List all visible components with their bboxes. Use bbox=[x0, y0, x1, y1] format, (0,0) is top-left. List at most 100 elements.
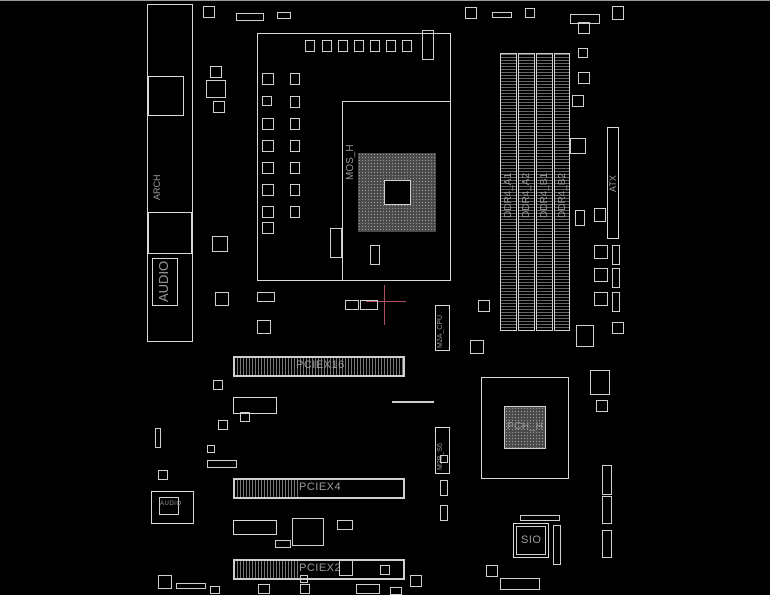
smd-component[interactable] bbox=[345, 300, 359, 310]
pcie-x16-slot[interactable] bbox=[233, 356, 405, 377]
m2-pch-slot[interactable] bbox=[435, 427, 450, 474]
smd-component[interactable] bbox=[525, 8, 535, 18]
dimm-slot-a2[interactable] bbox=[518, 53, 535, 331]
smd-component[interactable] bbox=[596, 400, 608, 412]
pch-chip[interactable] bbox=[504, 406, 546, 449]
smd-component[interactable] bbox=[612, 292, 620, 312]
smd-component[interactable] bbox=[262, 118, 274, 130]
pcie-x4-slot[interactable] bbox=[233, 478, 405, 499]
smd-component[interactable] bbox=[440, 455, 448, 463]
smd-component[interactable] bbox=[290, 140, 300, 152]
smd-component[interactable] bbox=[339, 560, 353, 576]
smd-component[interactable] bbox=[402, 40, 412, 52]
usb-lan-connector[interactable] bbox=[148, 76, 184, 116]
header-connector[interactable] bbox=[233, 520, 277, 535]
smd-component[interactable] bbox=[590, 370, 610, 395]
smd-component[interactable] bbox=[470, 340, 484, 354]
smd-component[interactable] bbox=[370, 245, 380, 265]
smd-component[interactable] bbox=[213, 380, 223, 390]
smd-component[interactable] bbox=[570, 14, 600, 24]
smd-component[interactable] bbox=[305, 40, 315, 52]
smd-component[interactable] bbox=[360, 300, 378, 310]
dimm-slot-b2[interactable] bbox=[554, 53, 570, 331]
smd-component[interactable] bbox=[390, 587, 402, 595]
smd-component[interactable] bbox=[354, 40, 364, 52]
smd-component[interactable] bbox=[212, 236, 228, 252]
smd-component[interactable] bbox=[594, 208, 606, 222]
smd-component[interactable] bbox=[594, 245, 608, 259]
smd-component[interactable] bbox=[257, 320, 271, 334]
smd-component[interactable] bbox=[330, 228, 342, 258]
smd-component[interactable] bbox=[380, 565, 390, 575]
smd-component[interactable] bbox=[262, 73, 274, 85]
smd-component[interactable] bbox=[578, 48, 588, 58]
smd-component[interactable] bbox=[292, 518, 324, 546]
dimm-slot-b1[interactable] bbox=[536, 53, 553, 331]
smd-component[interactable] bbox=[207, 460, 237, 468]
smd-component[interactable] bbox=[300, 575, 308, 583]
atx-connector[interactable] bbox=[607, 127, 619, 239]
smd-component[interactable] bbox=[210, 586, 220, 594]
smd-component[interactable] bbox=[158, 575, 172, 589]
smd-component[interactable] bbox=[465, 7, 477, 19]
smd-component[interactable] bbox=[602, 530, 612, 558]
smd-component[interactable] bbox=[370, 40, 380, 52]
dimm-slot-a1[interactable] bbox=[500, 53, 517, 331]
smd-component[interactable] bbox=[486, 565, 498, 577]
smd-component[interactable] bbox=[275, 540, 291, 548]
smd-component[interactable] bbox=[612, 6, 624, 20]
smd-component[interactable] bbox=[553, 525, 561, 565]
header-connector[interactable] bbox=[233, 397, 277, 414]
smd-component[interactable] bbox=[410, 575, 422, 587]
smd-component[interactable] bbox=[210, 66, 222, 78]
smd-component[interactable] bbox=[158, 470, 168, 480]
smd-component[interactable] bbox=[492, 12, 512, 18]
smd-component[interactable] bbox=[290, 206, 300, 218]
smd-component[interactable] bbox=[218, 420, 228, 430]
smd-component[interactable] bbox=[602, 465, 612, 495]
smd-component[interactable] bbox=[578, 72, 590, 84]
smd-component[interactable] bbox=[578, 22, 590, 34]
smd-component[interactable] bbox=[258, 584, 270, 594]
smd-component[interactable] bbox=[262, 206, 274, 218]
smd-component[interactable] bbox=[290, 118, 300, 130]
cpu-socket[interactable] bbox=[342, 101, 451, 281]
smd-component[interactable] bbox=[594, 292, 608, 306]
smd-component[interactable] bbox=[262, 140, 274, 152]
m2-cpu-slot[interactable] bbox=[435, 305, 450, 351]
smd-component[interactable] bbox=[612, 245, 620, 265]
smd-component[interactable] bbox=[206, 80, 226, 98]
smd-component[interactable] bbox=[338, 40, 348, 52]
smd-component[interactable] bbox=[176, 583, 206, 589]
smd-component[interactable] bbox=[290, 162, 300, 174]
smd-component[interactable] bbox=[594, 268, 608, 282]
smd-component[interactable] bbox=[155, 428, 161, 448]
smd-component[interactable] bbox=[337, 520, 353, 530]
smd-component[interactable] bbox=[203, 6, 215, 18]
smd-component[interactable] bbox=[277, 12, 291, 19]
smd-component[interactable] bbox=[478, 300, 490, 312]
smd-component[interactable] bbox=[612, 322, 624, 334]
smd-component[interactable] bbox=[356, 584, 380, 594]
smd-component[interactable] bbox=[215, 292, 229, 306]
smd-component[interactable] bbox=[322, 40, 332, 52]
smd-component[interactable] bbox=[570, 138, 586, 154]
smd-component[interactable] bbox=[290, 96, 300, 108]
smd-component[interactable] bbox=[207, 445, 215, 453]
smd-component[interactable] bbox=[300, 584, 310, 594]
smd-component[interactable] bbox=[213, 101, 225, 113]
smd-component[interactable] bbox=[572, 95, 584, 107]
smd-component[interactable] bbox=[422, 30, 434, 60]
smd-component[interactable] bbox=[440, 480, 448, 496]
smd-component[interactable] bbox=[257, 292, 275, 302]
smd-component[interactable] bbox=[576, 325, 594, 347]
smd-component[interactable] bbox=[262, 184, 274, 196]
smd-component[interactable] bbox=[240, 412, 250, 422]
smd-component[interactable] bbox=[612, 268, 620, 288]
smd-component[interactable] bbox=[236, 13, 264, 21]
smd-component[interactable] bbox=[262, 96, 272, 106]
smd-component[interactable] bbox=[386, 40, 396, 52]
audio-jack-block[interactable] bbox=[152, 258, 178, 306]
audio-codec-area[interactable] bbox=[151, 491, 194, 524]
